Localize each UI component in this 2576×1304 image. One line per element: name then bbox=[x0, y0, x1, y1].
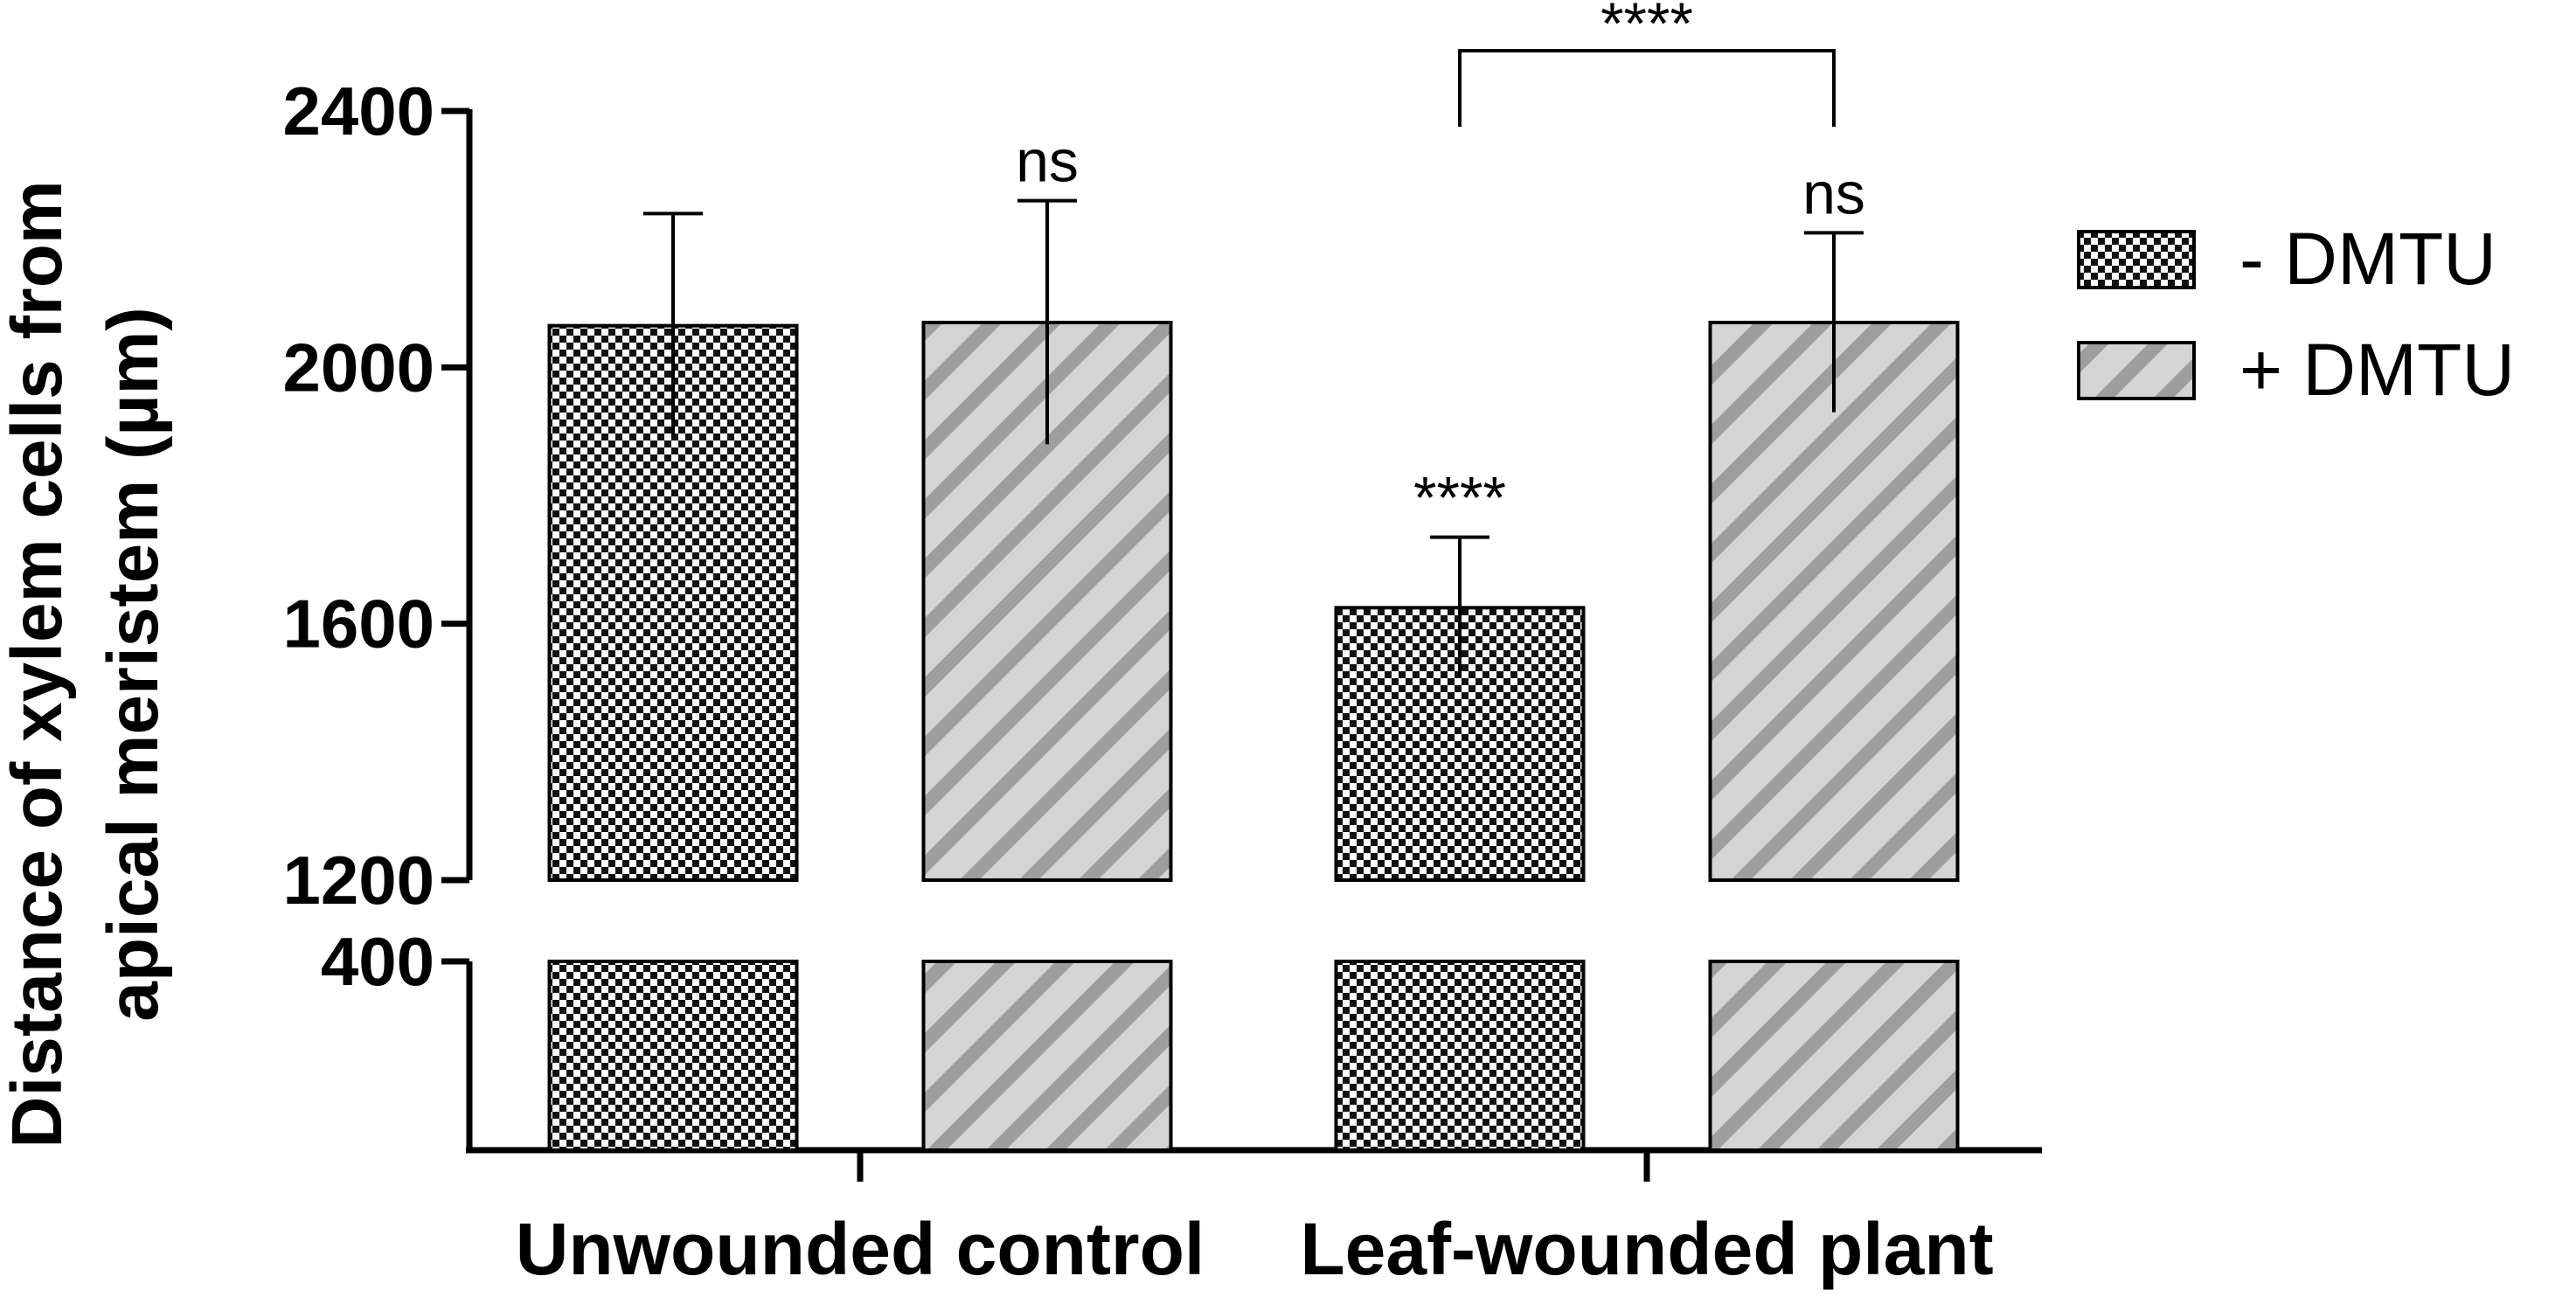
y-tick-label: 400 bbox=[321, 923, 434, 1000]
bar-lower bbox=[921, 960, 1173, 1152]
significance-label: **** bbox=[1413, 465, 1506, 531]
legend-swatch-plus-dmtu bbox=[2077, 341, 2196, 400]
bar-lower bbox=[1334, 960, 1586, 1152]
x-category-label: Unwounded control bbox=[516, 1208, 1205, 1290]
y-tick-label: 2400 bbox=[282, 73, 434, 149]
y-tick-label: 2000 bbox=[282, 329, 434, 406]
bar-upper bbox=[1708, 321, 1960, 882]
annotations: ns **** ns **** bbox=[1016, 0, 1865, 531]
y-axis-label: Distance of xylem cells from apical meri… bbox=[0, 180, 173, 1148]
y-tick-label: 1600 bbox=[282, 586, 434, 662]
significance-label: ns bbox=[1802, 160, 1865, 226]
y-axis-label-line-1: Distance of xylem cells from bbox=[0, 180, 77, 1148]
legend-label-plus-dmtu: + DMTU bbox=[2239, 329, 2515, 411]
legend-label-minus-dmtu: - DMTU bbox=[2239, 218, 2496, 300]
x-category-label: Leaf-wounded plant bbox=[1300, 1208, 1993, 1290]
bar-lower bbox=[1708, 960, 1960, 1152]
legend-swatch-minus-dmtu bbox=[2077, 230, 2196, 289]
bracket-significance-label: **** bbox=[1600, 0, 1693, 57]
significance-bracket bbox=[1458, 49, 1836, 127]
y-tick-label: 1200 bbox=[282, 842, 434, 919]
bar-lower bbox=[547, 960, 799, 1152]
bars bbox=[547, 321, 1960, 1152]
legend: - DMTU + DMTU bbox=[2077, 218, 2515, 411]
y-axis-label-line-2: apical meristem (µm) bbox=[94, 307, 173, 1021]
error-bars bbox=[643, 198, 1864, 678]
significance-label: ns bbox=[1016, 128, 1079, 195]
